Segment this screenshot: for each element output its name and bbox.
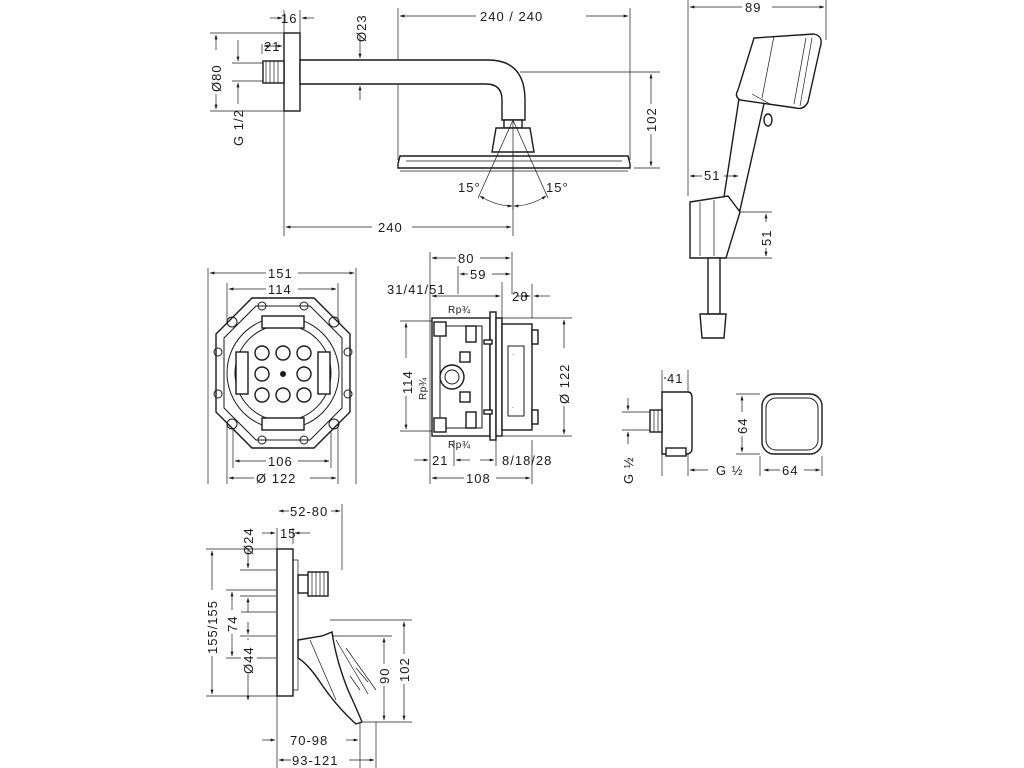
dim-102: 102 — [644, 107, 659, 132]
dim-114: 114 — [268, 282, 292, 297]
wall-outlet-view: 41 G ½ 64 G ½ 64 — [621, 370, 823, 484]
dim-16: 16 — [281, 11, 297, 26]
thread-g12-right: G ½ — [716, 463, 744, 478]
angle-left: 15° — [458, 180, 481, 195]
dim-8-18-28: 8/18/28 — [502, 453, 552, 468]
dim-108: 108 — [466, 471, 491, 486]
dim-240-240: 240 / 240 — [480, 9, 543, 24]
dim-80: 80 — [458, 251, 474, 266]
hand-shower-view: 89 51 51 — [687, 0, 827, 339]
thread-g12: G 1/2 — [231, 109, 246, 146]
dim-d44: Ø44 — [241, 646, 256, 674]
dim-d23: Ø23 — [354, 14, 369, 42]
dim-106: 106 — [268, 454, 293, 469]
dim-74: 74 — [225, 616, 240, 632]
dim-28: 28 — [512, 289, 528, 304]
dim-31-41-51: 31/41/51 — [387, 282, 446, 297]
dim-d24: Ø24 — [241, 527, 256, 555]
dim-d122: Ø 122 — [256, 471, 296, 486]
dim-51-v: 51 — [759, 230, 774, 246]
rp-mid: Rp¾ — [418, 377, 429, 400]
dim-90: 90 — [377, 668, 392, 684]
dim-64-h: 64 — [782, 463, 798, 478]
dim-89: 89 — [745, 0, 761, 15]
dim-93-121: 93-121 — [292, 753, 338, 768]
angle-right: 15° — [546, 180, 569, 195]
box-side-view: → ← 80 59 31/41/51 28 Rp¾ Rp¾ Rp¾ 114 Ø … — [387, 251, 573, 486]
dim-21: 21 — [264, 39, 280, 54]
svg-text:←: ← — [511, 404, 515, 409]
mixer-view: 52-80 15 Ø24 155/155 74 Ø44 90 102 70-98… — [204, 503, 413, 768]
dim-15: 15 — [280, 526, 296, 541]
dim-41: 41 — [667, 371, 683, 386]
svg-text:→: → — [511, 351, 515, 356]
dim-d122-side: Ø 122 — [557, 364, 572, 404]
dim-64-v: 64 — [735, 418, 750, 434]
thread-g12-left: G ½ — [621, 456, 636, 484]
dim-21-side: 21 — [432, 453, 448, 468]
dim-51-h: 51 — [704, 168, 720, 183]
dim-70-98: 70-98 — [290, 733, 328, 748]
dim-52-80: 52-80 — [290, 504, 328, 519]
dim-114-side: 114 — [400, 370, 415, 394]
dim-240: 240 — [378, 220, 403, 235]
rp-bot: Rp¾ — [448, 440, 471, 451]
box-top-view: 151 114 106 Ø 122 — [207, 265, 357, 486]
rp-top: Rp¾ — [448, 305, 471, 316]
dim-102-mixer: 102 — [397, 657, 412, 682]
dim-59: 59 — [470, 267, 486, 282]
dim-d80: Ø80 — [209, 64, 224, 92]
dim-151: 151 — [268, 266, 293, 281]
head-shower-view: 16 21 Ø23 240 / 240 Ø80 G 1/2 102 15° 15… — [208, 8, 660, 236]
dim-155-155: 155/155 — [205, 600, 220, 654]
